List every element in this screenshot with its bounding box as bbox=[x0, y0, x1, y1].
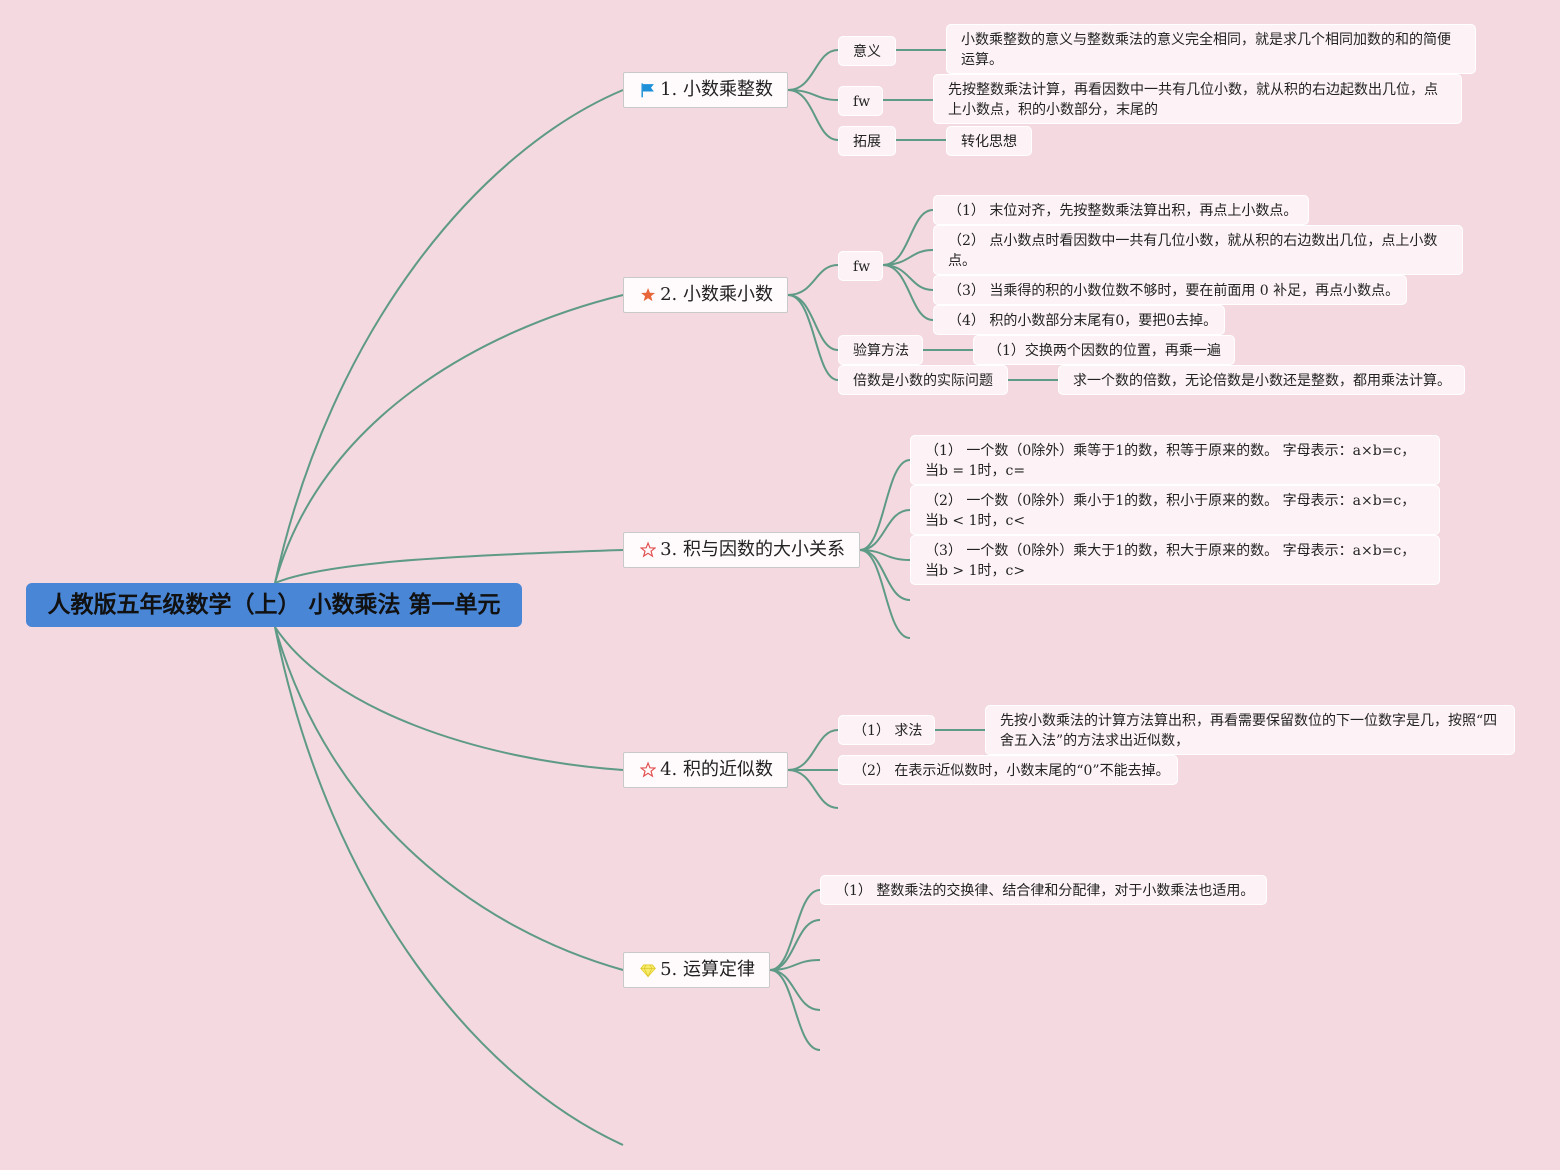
topic-label: 4. 积的近似数 bbox=[660, 759, 773, 780]
subtopic-verification[interactable]: 验算方法 bbox=[838, 335, 923, 365]
star-outline-icon bbox=[640, 541, 657, 558]
flag-icon bbox=[641, 83, 654, 98]
step-item[interactable]: （3） 当乘得的积的小数位数不够时，要在前面用 0 补足，再点小数点。 bbox=[933, 275, 1407, 305]
star-filled-icon bbox=[641, 288, 655, 302]
detail-method[interactable]: 先按整数乘法计算，再看因数中一共有几位小数，就从积的右边起数出几位，点上小数点，… bbox=[933, 74, 1462, 124]
topic-product-factor-relation[interactable]: 3. 积与因数的大小关系 bbox=[623, 532, 860, 568]
subtopic-method[interactable]: fw bbox=[838, 251, 883, 281]
step-item[interactable]: （2） 点小数点时看因数中一共有几位小数，就从积的右边数出几位，点上小数点。 bbox=[933, 225, 1463, 275]
detail-multiple-problem[interactable]: 求一个数的倍数，无论倍数是小数还是整数，都用乘法计算。 bbox=[1058, 365, 1465, 395]
topic-approximate-product[interactable]: 4. 积的近似数 bbox=[623, 752, 788, 788]
topic-operation-laws[interactable]: 5. 运算定律 bbox=[623, 952, 770, 988]
step-item[interactable]: （4） 积的小数部分末尾有0，要把0去掉。 bbox=[933, 305, 1225, 335]
relation-item[interactable]: （2） 一个数（0除外）乘小于1的数，积小于原来的数。 字母表示：a×b=c，当… bbox=[910, 485, 1440, 535]
subtopic-method[interactable]: fw bbox=[838, 86, 883, 116]
relation-item[interactable]: （3） 一个数（0除外）乘大于1的数，积大于原来的数。 字母表示：a×b=c，当… bbox=[910, 535, 1440, 585]
relation-item[interactable]: （1） 一个数（0除外）乘等于1的数，积等于原来的数。 字母表示：a×b=c，当… bbox=[910, 435, 1440, 485]
star-outline-icon bbox=[640, 761, 657, 778]
topic-label: 1. 小数乘整数 bbox=[660, 79, 773, 100]
subtopic-zero-note[interactable]: （2） 在表示近似数时，小数末尾的“0”不能去掉。 bbox=[838, 755, 1178, 785]
detail-meaning[interactable]: 小数乘整数的意义与整数乘法的意义完全相同，就是求几个相同加数的和的简便运算。 bbox=[946, 24, 1476, 74]
subtopic-extension[interactable]: 拓展 bbox=[838, 126, 896, 156]
detail-how-to[interactable]: 先按小数乘法的计算方法算出积，再看需要保留数位的下一位数字是几，按照“四舍五入法… bbox=[985, 705, 1515, 755]
law-item[interactable]: （1） 整数乘法的交换律、结合律和分配律，对于小数乘法也适用。 bbox=[820, 875, 1267, 905]
topic-decimal-times-decimal[interactable]: 2. 小数乘小数 bbox=[623, 277, 788, 313]
root-topic[interactable]: 人教版五年级数学（上） 小数乘法 第一单元 bbox=[26, 583, 522, 627]
step-item[interactable]: （1） 末位对齐，先按整数乘法算出积，再点上小数点。 bbox=[933, 195, 1309, 225]
subtopic-meaning[interactable]: 意义 bbox=[838, 36, 896, 66]
diamond-icon bbox=[640, 964, 656, 978]
detail-verification[interactable]: （1）交换两个因数的位置，再乘一遍 bbox=[973, 335, 1235, 365]
subtopic-how-to[interactable]: （1） 求法 bbox=[838, 715, 935, 745]
detail-extension[interactable]: 转化思想 bbox=[946, 126, 1032, 156]
subtopic-multiple-problem[interactable]: 倍数是小数的实际问题 bbox=[838, 365, 1008, 395]
topic-label: 3. 积与因数的大小关系 bbox=[660, 539, 845, 560]
topic-label: 2. 小数乘小数 bbox=[660, 284, 773, 305]
topic-label: 5. 运算定律 bbox=[660, 959, 755, 980]
topic-decimal-times-integer[interactable]: 1. 小数乘整数 bbox=[623, 72, 788, 108]
